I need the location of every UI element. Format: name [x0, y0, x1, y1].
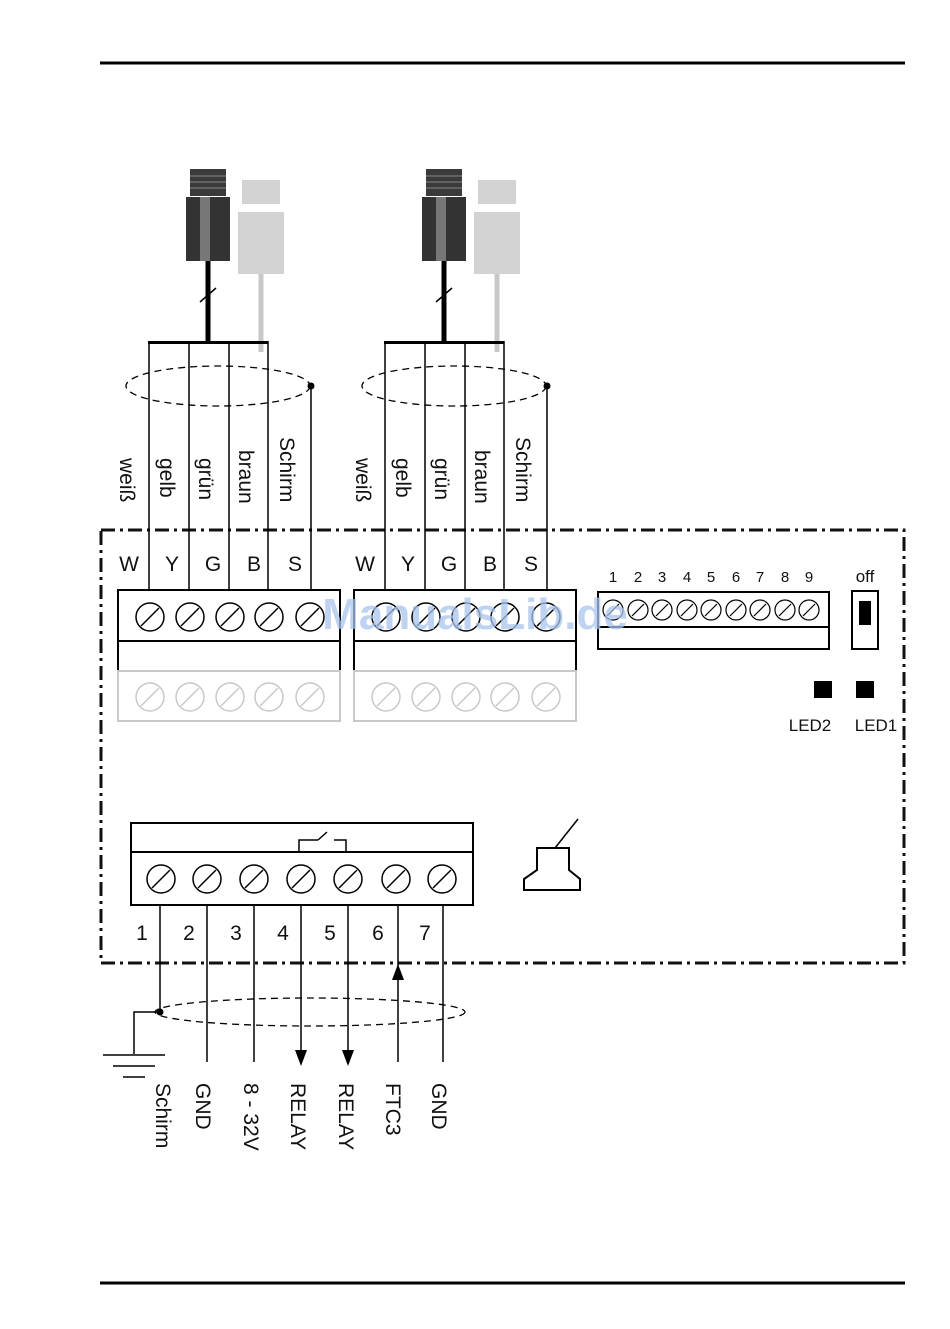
dip-number-9: 9 — [805, 569, 813, 586]
output-label-relay-1: RELAY — [286, 1083, 309, 1150]
led-2-label: LED2 — [789, 716, 832, 735]
led-1-indicator — [856, 681, 874, 698]
dip-number-7: 7 — [756, 569, 764, 586]
dip-number-1: 1 — [609, 569, 617, 586]
ground-icon — [103, 1055, 165, 1077]
led-2-indicator — [814, 681, 832, 698]
screw-terminal — [603, 600, 819, 620]
terminal-letter-b: B — [483, 553, 497, 576]
terminal-number-2: 2 — [183, 922, 195, 945]
plug-connector-2 — [422, 169, 466, 341]
terminal-letter-g: G — [205, 553, 221, 576]
terminal-letter-s: S — [288, 553, 302, 576]
shield-ellipse — [126, 366, 310, 406]
arrow-down-icon — [295, 1050, 307, 1066]
led-1: LED1 — [855, 681, 898, 735]
wire-label-schirm: Schirm — [511, 437, 534, 502]
shield-ellipse — [362, 366, 546, 406]
dip-terminal-block: 1 2 3 4 5 6 7 8 9 — [598, 569, 829, 649]
terminal-number-3: 3 — [230, 922, 242, 945]
terminal-number-6: 6 — [372, 922, 384, 945]
terminal-letter-b: B — [247, 553, 261, 576]
terminal-letter-w: W — [119, 553, 139, 576]
terminal-number-7: 7 — [419, 922, 431, 945]
terminal-number-5: 5 — [324, 922, 336, 945]
output-label-schirm: Schirm — [151, 1083, 174, 1148]
dip-number-6: 6 — [732, 569, 740, 586]
terminal-block-1 — [118, 590, 340, 721]
output-label-gnd-2: GND — [427, 1083, 450, 1130]
led-2: LED2 — [789, 681, 832, 735]
shield-ellipse — [155, 998, 465, 1026]
ghost-connector-2 — [474, 180, 520, 352]
watermark: ManualsLib.de — [322, 590, 628, 639]
plug-connector-1 — [186, 169, 230, 341]
output-label-voltage: 8 - 32V — [239, 1083, 262, 1151]
dip-number-8: 8 — [781, 569, 789, 586]
wire-label-schirm: Schirm — [275, 437, 298, 502]
terminal-letter-w: W — [355, 553, 375, 576]
sensor-1: weiß gelb grün braun Schirm W Y G B S — [115, 169, 340, 721]
wire-label-gruen: grün — [430, 458, 453, 500]
terminal-letter-s: S — [524, 553, 538, 576]
dip-number-5: 5 — [707, 569, 715, 586]
switch-label: off — [856, 567, 875, 586]
wire-label-weiss: weiß — [115, 457, 138, 502]
dip-number-3: 3 — [658, 569, 666, 586]
wire-label-braun: braun — [470, 450, 493, 504]
arrow-down-icon — [342, 1050, 354, 1066]
wire-label-braun: braun — [234, 450, 257, 504]
dip-number-2: 2 — [634, 569, 642, 586]
push-button — [524, 819, 580, 890]
terminal-letter-g: G — [441, 553, 457, 576]
output-label-ftc3: FTC3 — [381, 1083, 404, 1136]
power-terminal-block: 1 2 3 4 5 6 7 — [131, 823, 473, 945]
dip-number-4: 4 — [683, 569, 691, 586]
terminal-number-4: 4 — [277, 922, 289, 945]
output-label-gnd: GND — [191, 1083, 214, 1130]
wire-label-gelb: gelb — [391, 458, 414, 498]
terminal-number-1: 1 — [136, 922, 148, 945]
wire-label-gruen: grün — [194, 458, 217, 500]
wire-label-gelb: gelb — [155, 458, 178, 498]
off-switch: off — [852, 567, 878, 649]
terminal-letter-y: Y — [401, 553, 415, 576]
led-1-label: LED1 — [855, 716, 898, 735]
terminal-letter-y: Y — [165, 553, 179, 576]
arrow-up-icon — [392, 964, 404, 980]
ghost-connector-1 — [238, 180, 284, 352]
wire-label-weiss: weiß — [351, 457, 374, 502]
output-label-relay-2: RELAY — [334, 1083, 357, 1150]
